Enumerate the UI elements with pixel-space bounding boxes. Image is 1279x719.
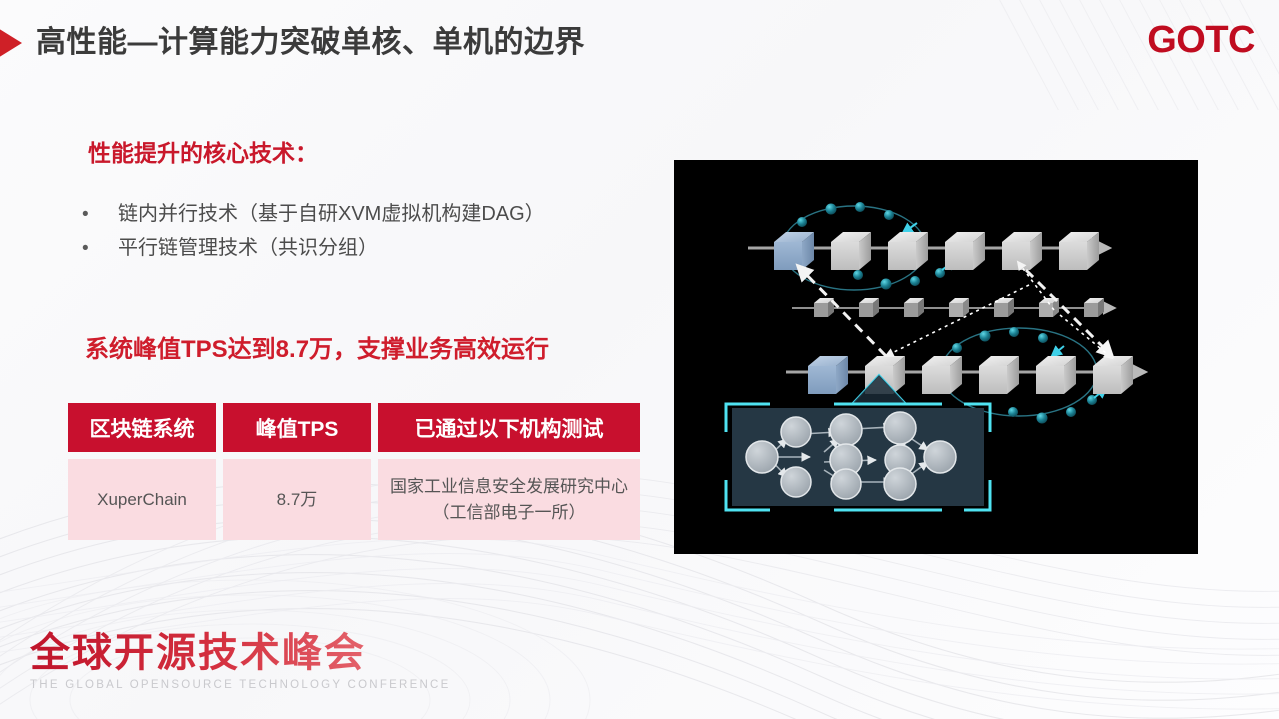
list-item: • 平行链管理技术（共识分组） <box>82 234 662 263</box>
list-item-label: 链内并行技术（基于自研XVM虚拟机构建DAG） <box>118 203 545 225</box>
tps-highlight-text: 系统峰值TPS达到8.7万，支撑业务高效运行 <box>85 336 550 363</box>
list-item: • 链内并行技术（基于自研XVM虚拟机构建DAG） <box>82 200 662 229</box>
table-row: XuperChain 8.7万 国家工业信息安全发展研究中心（工信部电子一所） <box>68 459 640 540</box>
parallel-chain-dag-diagram <box>674 160 1198 554</box>
section-heading: 性能提升的核心技术： <box>88 140 318 166</box>
table-header-cell: 已通过以下机构测试 <box>378 403 640 452</box>
page-title: 高性能—计算能力突破单核、单机的边界 <box>36 26 585 59</box>
bullet-dot-icon: • <box>82 204 89 225</box>
list-item-label: 平行链管理技术（共识分组） <box>118 237 378 259</box>
bullet-dot-icon: • <box>82 238 89 259</box>
triangle-right-icon <box>0 22 22 64</box>
table-header-cell: 区块链系统 <box>68 403 216 452</box>
brand-name-cn: 全球开源技术峰会 <box>30 630 370 676</box>
feature-bullet-list: • 链内并行技术（基于自研XVM虚拟机构建DAG） • 平行链管理技术（共识分组… <box>82 200 662 268</box>
brand-name-en: THE GLOBAL OPENSOURCE TECHNOLOGY CONFERE… <box>30 679 451 691</box>
slide-header: 高性能—计算能力突破单核、单机的边界 GOTC <box>0 0 1279 86</box>
table-cell-institution: 国家工业信息安全发展研究中心（工信部电子一所） <box>378 459 640 540</box>
conference-branding: 全球开源技术峰会 THE GLOBAL OPENSOURCE TECHNOLOG… <box>30 630 451 691</box>
table-cell-chain-name: XuperChain <box>68 459 216 540</box>
table-cell-peak-tps: 8.7万 <box>223 459 371 540</box>
benchmark-table: 区块链系统 峰值TPS 已通过以下机构测试 XuperChain 8.7万 国家… <box>68 403 640 540</box>
table-header-cell: 峰值TPS <box>223 403 371 452</box>
table-header-row: 区块链系统 峰值TPS 已通过以下机构测试 <box>68 403 640 452</box>
gotc-logo: GOTC <box>1147 19 1255 61</box>
